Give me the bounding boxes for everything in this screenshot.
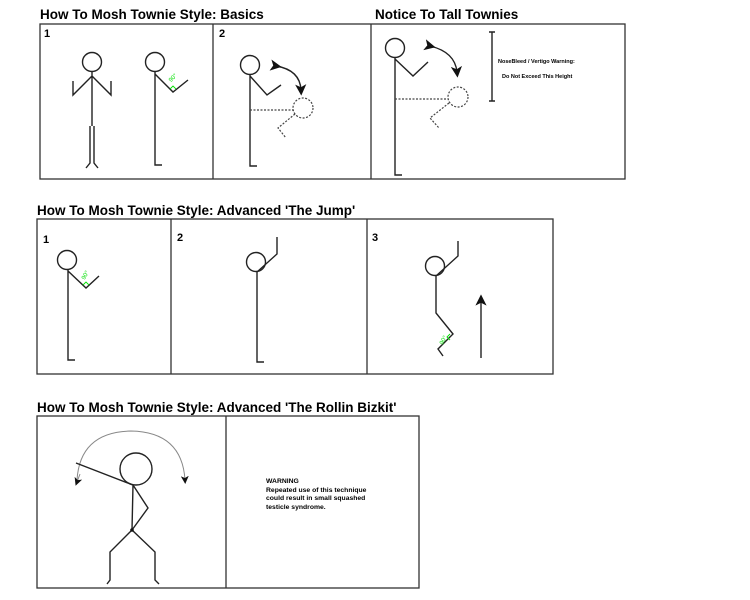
notice-title: Notice To Tall Townies (375, 7, 518, 22)
motion-arrow-icon (269, 59, 307, 96)
basics-strip-frame (39, 23, 626, 180)
angle-label: 90° (439, 335, 449, 346)
panel-number: 1 (44, 28, 50, 40)
stick-figure-jump-prep: 90° (56, 249, 100, 361)
panel-number: 3 (372, 232, 378, 244)
height-marker (489, 31, 495, 102)
warning-line: could result in small squashed (266, 495, 365, 502)
stick-figure-headbang (239, 54, 314, 167)
panel-number: 1 (43, 234, 49, 246)
motion-arrow-icon (423, 39, 463, 78)
swing-arc-arrow-icon (76, 430, 189, 484)
warning-line: testicle syndrome. (266, 504, 326, 511)
bizkit-title: How To Mosh Townie Style: Advanced 'The … (37, 400, 396, 415)
basics-title: How To Mosh Townie Style: Basics (40, 7, 264, 22)
height-warning: Do Not Exceed This Height (502, 74, 572, 80)
stick-figure-arms-up (72, 51, 112, 169)
bizkit-strip-frame (36, 415, 420, 589)
panel-number: 2 (219, 28, 225, 40)
stick-figure-tall (384, 37, 469, 176)
angle-label: 90° (168, 73, 179, 84)
warning-line: Repeated use of this technique (266, 487, 367, 494)
jump-strip-frame (36, 218, 554, 375)
stick-figure-rollin (74, 430, 189, 585)
nosebleed-warning: NoseBleed / Vertigo Warning: (498, 59, 575, 65)
stick-figure-arm-raised (245, 237, 278, 363)
stick-figure-bent-arm: 90° (144, 51, 189, 166)
angle-label: 90° (81, 270, 91, 281)
stick-figure-jumping: 90° (424, 241, 459, 357)
warning-heading: WARNING (266, 478, 299, 485)
warning-text: WARNING Repeated use of this technique c… (266, 478, 367, 511)
right-angle-marker (169, 85, 177, 90)
panel-number: 2 (177, 232, 183, 244)
jump-title: How To Mosh Townie Style: Advanced 'The … (37, 203, 355, 218)
